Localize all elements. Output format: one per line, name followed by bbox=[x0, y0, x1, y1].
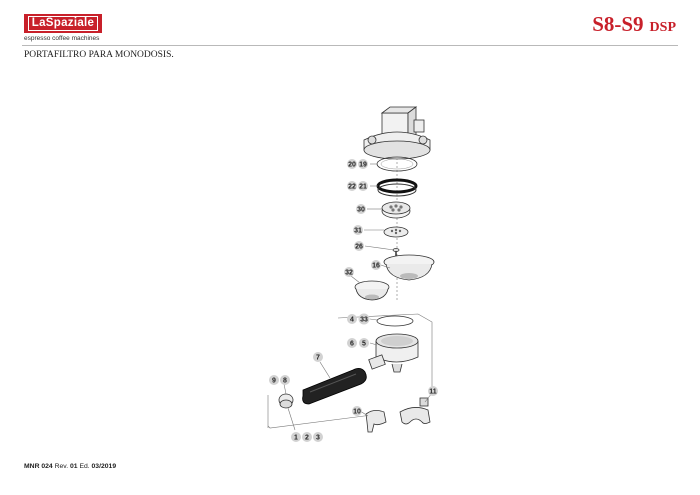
portafilter-handle bbox=[302, 368, 367, 405]
callout-6: 6 bbox=[347, 338, 357, 348]
svg-text:3: 3 bbox=[316, 435, 320, 442]
callout-7: 7 bbox=[313, 352, 323, 362]
svg-text:2: 2 bbox=[305, 435, 309, 442]
callout-21: 21 bbox=[358, 181, 368, 191]
model-title: S8-S9 DSP bbox=[592, 12, 676, 37]
svg-text:22: 22 bbox=[348, 184, 356, 191]
svg-text:9: 9 bbox=[272, 378, 276, 385]
callout-26: 26 bbox=[354, 241, 364, 251]
brand-logo: LaSpaziale bbox=[24, 14, 102, 33]
callout-31: 31 bbox=[353, 225, 363, 235]
svg-text:4: 4 bbox=[350, 317, 354, 324]
svg-text:32: 32 bbox=[345, 270, 353, 277]
screw bbox=[392, 248, 400, 258]
svg-text:16: 16 bbox=[372, 263, 380, 270]
logo-text: LaSpaziale bbox=[27, 16, 99, 31]
callout-9: 9 bbox=[269, 375, 279, 385]
brand-tagline: espresso coffee machines bbox=[24, 35, 100, 42]
callout-32: 32 bbox=[344, 267, 354, 277]
svg-text:19: 19 bbox=[359, 162, 367, 169]
model-main: S8-S9 bbox=[592, 12, 644, 36]
callout-19: 19 bbox=[358, 159, 368, 169]
svg-text:8: 8 bbox=[283, 378, 287, 385]
callout-30: 30 bbox=[356, 204, 366, 214]
group-head bbox=[363, 106, 431, 160]
black-seal-ring-lower bbox=[377, 183, 417, 197]
handle-end-cap bbox=[278, 393, 294, 409]
callout-4: 4 bbox=[347, 314, 357, 324]
callout-11: 11 bbox=[428, 386, 438, 396]
svg-text:6: 6 bbox=[350, 341, 354, 348]
svg-text:5: 5 bbox=[362, 341, 366, 348]
svg-text:11: 11 bbox=[429, 389, 437, 396]
callout-2: 2 bbox=[302, 432, 312, 442]
svg-text:21: 21 bbox=[359, 184, 367, 191]
footer-doc-info: MNR 024 Rev. 01 Ed. 03/2019 bbox=[24, 463, 116, 470]
callout-8: 8 bbox=[280, 375, 290, 385]
header-divider bbox=[22, 45, 678, 46]
callout-5: 5 bbox=[359, 338, 369, 348]
callout-20: 20 bbox=[347, 159, 357, 169]
shower-screen bbox=[381, 201, 411, 219]
filter-basket-small bbox=[354, 280, 390, 301]
callout-1: 1 bbox=[291, 432, 301, 442]
ed-value: 03/2019 bbox=[91, 463, 117, 470]
callout-22: 22 bbox=[347, 181, 357, 191]
page-subtitle: PORTAFILTRO PARA MONODOSIS. bbox=[24, 50, 174, 60]
svg-text:33: 33 bbox=[360, 317, 368, 324]
callout-3: 3 bbox=[313, 432, 323, 442]
rev-label: Rev. bbox=[54, 463, 69, 470]
portafilter-body bbox=[368, 333, 419, 373]
svg-text:10: 10 bbox=[353, 409, 361, 416]
svg-text:20: 20 bbox=[348, 162, 356, 169]
frame-guide-right bbox=[337, 313, 433, 392]
svg-text:31: 31 bbox=[354, 228, 362, 235]
callout-33: 33 bbox=[358, 313, 370, 325]
rev-value: 01 bbox=[69, 463, 78, 470]
ed-label: Ed. bbox=[79, 463, 90, 470]
svg-text:1: 1 bbox=[294, 435, 298, 442]
filter-basket-large bbox=[383, 254, 435, 281]
callout-16: 16 bbox=[371, 260, 381, 270]
gasket-ring-inner bbox=[380, 158, 414, 170]
spout-double bbox=[399, 397, 431, 425]
doc-code: MNR 024 bbox=[24, 463, 53, 470]
retaining-spring bbox=[376, 315, 414, 327]
model-sub: DSP bbox=[649, 20, 676, 35]
frame-guide-bottom bbox=[267, 414, 373, 429]
callout-10: 10 bbox=[352, 406, 362, 416]
svg-text:30: 30 bbox=[357, 207, 365, 214]
svg-text:7: 7 bbox=[316, 355, 320, 362]
spout-single bbox=[365, 410, 387, 433]
diffuser-disk bbox=[383, 226, 409, 238]
svg-text:26: 26 bbox=[355, 244, 363, 251]
